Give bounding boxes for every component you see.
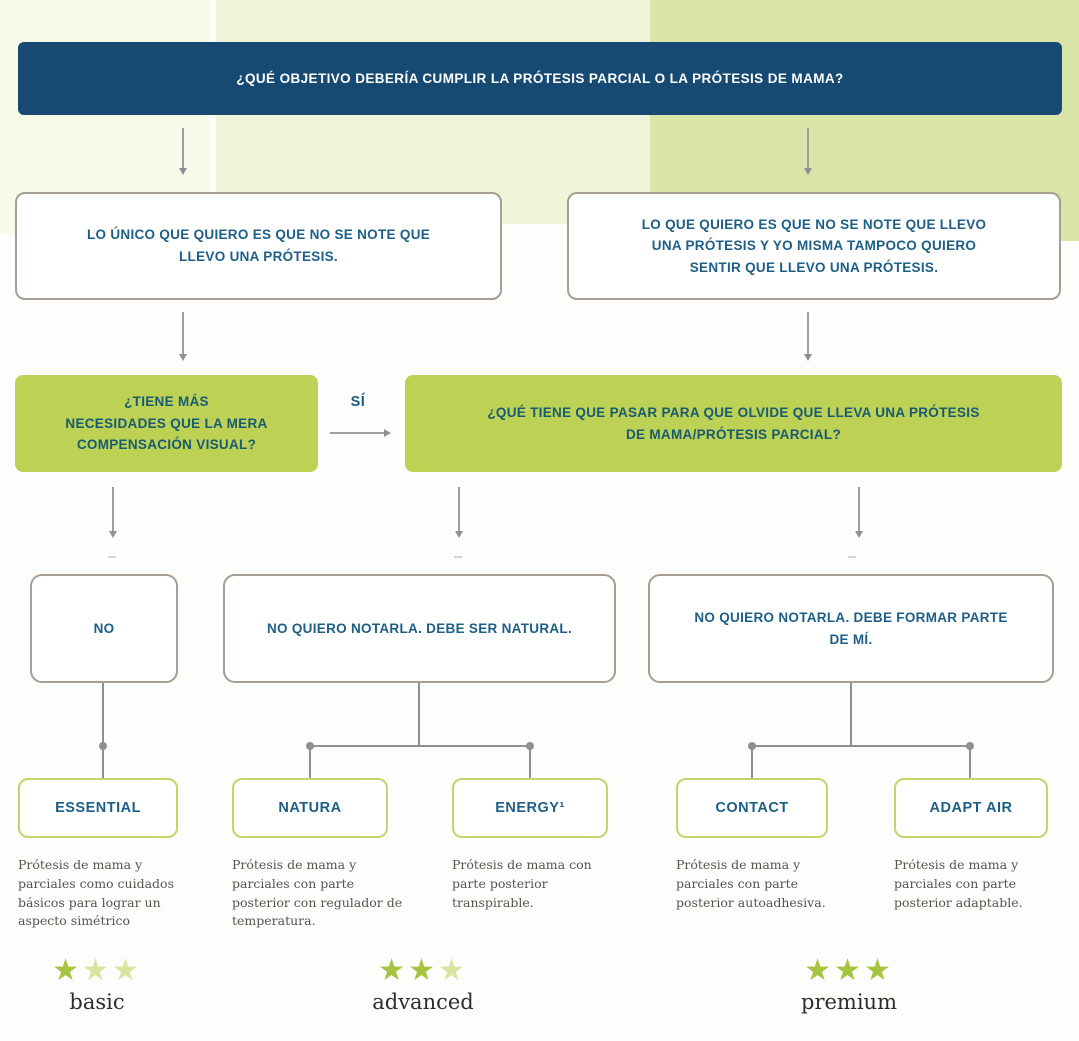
connector-line — [751, 746, 753, 778]
connector-dot — [748, 742, 756, 750]
tier-advanced: ★★★ advanced — [338, 956, 508, 1015]
connector-line — [850, 683, 852, 746]
star-icon: ★ — [408, 954, 438, 987]
need-part-of-me: NO QUIERO NOTARLA. DEBE FORMAR PARTE DE … — [648, 574, 1054, 683]
connector-line — [752, 745, 971, 747]
connector-line — [102, 683, 104, 778]
product-energy: ENERGY¹ — [452, 778, 608, 838]
arrow-right-icon — [330, 429, 391, 437]
header-question: ¿QUÉ OBJETIVO DEBERÍA CUMPLIR LA PRÓTESI… — [18, 42, 1062, 115]
tier-premium: ★★★ premium — [764, 956, 934, 1015]
need-natural: NO QUIERO NOTARLA. DEBE SER NATURAL. — [223, 574, 616, 683]
connector-line — [969, 746, 971, 778]
arrow-down-icon — [804, 128, 812, 175]
product-adapt-air: ADAPT AIR — [894, 778, 1048, 838]
connector-dot — [306, 742, 314, 750]
connector-line — [529, 746, 531, 778]
arrow-down-icon — [109, 487, 117, 538]
need-no: NO — [30, 574, 178, 683]
branch-answer-left: LO ÚNICO QUE QUIERO ES QUE NO SE NOTE QU… — [15, 192, 502, 300]
arrow-down-icon — [855, 487, 863, 538]
product-description: Prótesis de mama y parciales con parte p… — [232, 857, 403, 929]
branch-answer-right: LO QUE QUIERO ES QUE NO SE NOTE QUE LLEV… — [567, 192, 1061, 300]
star-icon: ★ — [378, 954, 409, 987]
product-description: Prótesis de mama con parte posterior tra… — [452, 857, 592, 910]
product-description: Prótesis de mama y parciales con parte p… — [894, 857, 1023, 910]
question-right: ¿QUÉ TIENE QUE PASAR PARA QUE OLVIDE QUE… — [405, 375, 1062, 472]
star-icon: ★ — [82, 954, 112, 987]
star-icon: ★ — [804, 954, 835, 987]
arrow-down-icon — [179, 128, 187, 175]
star-icon: ★ — [437, 954, 468, 987]
star-rating: ★★★ — [764, 956, 934, 986]
product-essential: ESSENTIAL — [18, 778, 178, 838]
arrow-down-icon — [179, 312, 187, 361]
tier-label: premium — [801, 990, 897, 1014]
tier-label: advanced — [372, 990, 474, 1014]
question-left: ¿TIENE MÁS NECESIDADES QUE LA MERA COMPE… — [15, 375, 318, 472]
star-rating: ★★★ — [338, 956, 508, 986]
product-description: Prótesis de mama y parciales como cuidad… — [18, 857, 174, 929]
connector-dot — [99, 742, 107, 750]
si-label: SÍ — [350, 394, 366, 410]
tier-basic: ★★★ basic — [12, 956, 182, 1015]
arrow-down-icon — [804, 312, 812, 361]
tick-mark — [454, 556, 462, 558]
star-rating: ★★★ — [12, 956, 182, 986]
tick-mark — [848, 556, 856, 558]
tier-label: basic — [69, 990, 125, 1014]
connector-line — [418, 683, 420, 746]
arrow-down-icon — [455, 487, 463, 538]
star-icon: ★ — [863, 954, 894, 987]
connector-line — [309, 746, 311, 778]
connector-dot — [966, 742, 974, 750]
connector-line — [310, 745, 530, 747]
tick-mark — [108, 556, 116, 558]
star-icon: ★ — [52, 954, 83, 987]
product-natura: NATURA — [232, 778, 388, 838]
star-icon: ★ — [834, 954, 864, 987]
product-description: Prótesis de mama y parciales con parte p… — [676, 857, 826, 910]
product-contact: CONTACT — [676, 778, 828, 838]
connector-dot — [526, 742, 534, 750]
star-icon: ★ — [111, 954, 142, 987]
